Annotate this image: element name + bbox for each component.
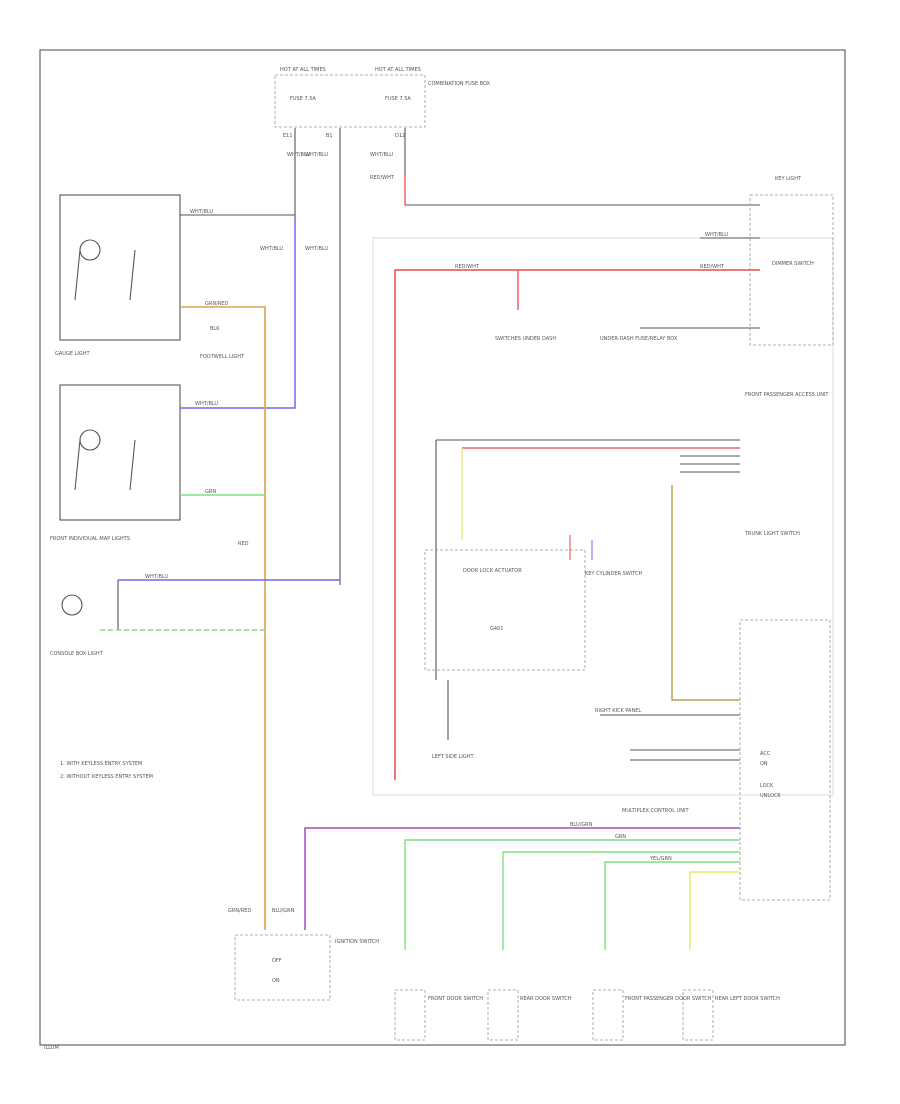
connector-on: ON xyxy=(760,761,768,767)
fuse-hot-1: HOT AT ALL TIMES xyxy=(280,67,326,73)
door-switch-fp-label: FRONT PASSENGER DOOR SWITCH xyxy=(625,996,712,1002)
wire-label-blue-console: WHT/BLU xyxy=(145,574,168,580)
note-2: 2: WITHOUT KEYLESS ENTRY SYSTEM xyxy=(60,774,153,780)
wire-right-750 xyxy=(630,749,740,761)
wire-label-bottom-purple: BLU/GRN xyxy=(272,908,295,914)
wire-label-bottom-orange: GRN/RED xyxy=(228,908,251,914)
console-bulb-icon xyxy=(61,594,83,616)
wire-label-red-main: RED/WHT xyxy=(455,264,480,270)
wire-label-orange-b: BLK xyxy=(210,326,220,332)
wire-label-blue-map: WHT/BLU xyxy=(195,401,218,407)
gauge-light-box xyxy=(59,194,181,341)
door-switch-rl-box xyxy=(682,989,714,1041)
ignition-switch-label: IGNITION SWITCH xyxy=(335,939,379,945)
map-lights-box xyxy=(59,384,181,521)
door-switch-rr-label: REAR DOOR SWITCH xyxy=(520,996,572,1002)
trunk-switch-label: TRUNK LIGHT SWITCH xyxy=(744,531,800,537)
ignition-on-label: ON xyxy=(272,978,280,984)
door-switch-fr-label: FRONT DOOR SWITCH xyxy=(428,996,483,1002)
connector-lock: LOCK xyxy=(760,783,774,789)
key-cyl-label: KEY CYLINDER SWITCH xyxy=(585,571,642,577)
outer-frame xyxy=(39,49,846,1046)
fuse-box xyxy=(274,74,426,128)
wire-label-top-left: WHT/BLU xyxy=(190,209,213,215)
fuse-1-label: FUSE 7.5A xyxy=(290,96,316,102)
fuse-hot-2: HOT AT ALL TIMES xyxy=(375,67,421,73)
fuse-2-label: FUSE 7.5A xyxy=(385,96,411,102)
fuse-pin-1: E11 xyxy=(283,133,293,139)
fuse-pin-2: B1 xyxy=(326,133,333,139)
wire-label-green-map: GRN xyxy=(205,489,216,495)
map-internal xyxy=(74,439,136,491)
map-lights-label: FRONT INDIVIDUAL MAP LIGHTS xyxy=(50,536,130,542)
map-bulb-icon xyxy=(79,429,101,451)
wire-label-red-main-b: RED/WHT xyxy=(700,264,725,270)
wire-label-purple: BLU/GRN xyxy=(570,822,593,828)
wire-label-top-mid: WHT/BLU xyxy=(705,232,728,238)
wire-label-wht-blu-c: WHT/BLU xyxy=(370,152,393,158)
connector-acc: ACC xyxy=(760,751,771,757)
wire-label-center-top: WHT/BLU xyxy=(305,246,328,252)
dimmer-switch-label: DIMMER SWITCH xyxy=(772,261,814,267)
wire-label-wht-blu-b: WHT/BLU xyxy=(305,152,328,158)
footwell-label: FOOTWELL LIGHT xyxy=(200,354,245,360)
connector-unlock: UNLOCK xyxy=(760,793,781,799)
wire-green-door-fp xyxy=(604,861,740,950)
multiplex-unit-label: MULTIPLEX CONTROL UNIT xyxy=(622,808,689,814)
door-switch-fr-box xyxy=(394,989,426,1041)
fuse-box-label: COMBINATION FUSE BOX xyxy=(428,81,491,87)
wire-label-orange: GRN/RED xyxy=(205,301,228,307)
door-lock-box xyxy=(424,549,586,671)
wire-green-door-rr xyxy=(502,851,740,950)
wire-label-green-a: GRN xyxy=(615,834,626,840)
wire-green-door-fr xyxy=(404,839,740,950)
door-switch-rr-box xyxy=(487,989,519,1041)
gauge-light-label: GAUGE LIGHT xyxy=(55,351,90,357)
multiplex-enclosure xyxy=(372,237,834,796)
under-dash-fuse-label: UNDER-DASH FUSE/RELAY BOX xyxy=(600,336,678,342)
wire-bundle-extra xyxy=(680,455,740,473)
wire-label-wht-blu-a: WHT/BLU xyxy=(287,152,310,158)
door-switch-rl-label: REAR LEFT DOOR SWITCH xyxy=(715,996,780,1002)
left-side-light-label: LEFT SIDE LIGHT xyxy=(432,754,475,760)
note-1: 1: WITH KEYLESS ENTRY SYSTEM xyxy=(60,761,142,767)
ignition-off-label: OFF xyxy=(272,958,282,964)
gnd-label: G401 xyxy=(490,626,503,632)
wire-purple xyxy=(304,827,740,930)
gauge-internal xyxy=(74,249,136,301)
door-switch-fp-box xyxy=(592,989,624,1041)
wire-red-main xyxy=(394,269,760,780)
wire-label-yellow: YEL/GRN xyxy=(649,856,672,862)
fuse-pin-3: D12 xyxy=(395,133,405,139)
right-kick-label: RIGHT KICK PANEL xyxy=(595,708,641,714)
connector-block xyxy=(739,619,831,901)
frame-label: ILLUM xyxy=(44,1045,59,1051)
door-lock-label: DOOR LOCK ACTUATOR xyxy=(463,568,522,574)
wire-label-left-center: WHT/BLU xyxy=(260,246,283,252)
wire-orange xyxy=(180,306,266,930)
gauge-bulb-icon xyxy=(79,239,101,261)
console-box-label: CONSOLE BOX LIGHT xyxy=(50,651,104,657)
fp-control-label: FRONT PASSENGER ACCESS UNIT xyxy=(745,392,829,398)
key-light-label: KEY LIGHT xyxy=(775,176,802,182)
wire-bundle-olive xyxy=(671,485,740,701)
wire-fuse1-drop xyxy=(180,128,296,216)
wire-label-orange-c: RED xyxy=(238,541,249,547)
switches-under-dash-label: SWITCHES UNDER DASH xyxy=(495,336,556,342)
wire-label-wht-red: RED/WHT xyxy=(370,175,395,181)
wire-yellow-door-rl xyxy=(689,871,740,950)
key-light-box xyxy=(749,194,834,346)
ignition-switch-box xyxy=(234,934,331,1001)
wire-blue-map xyxy=(180,215,296,409)
